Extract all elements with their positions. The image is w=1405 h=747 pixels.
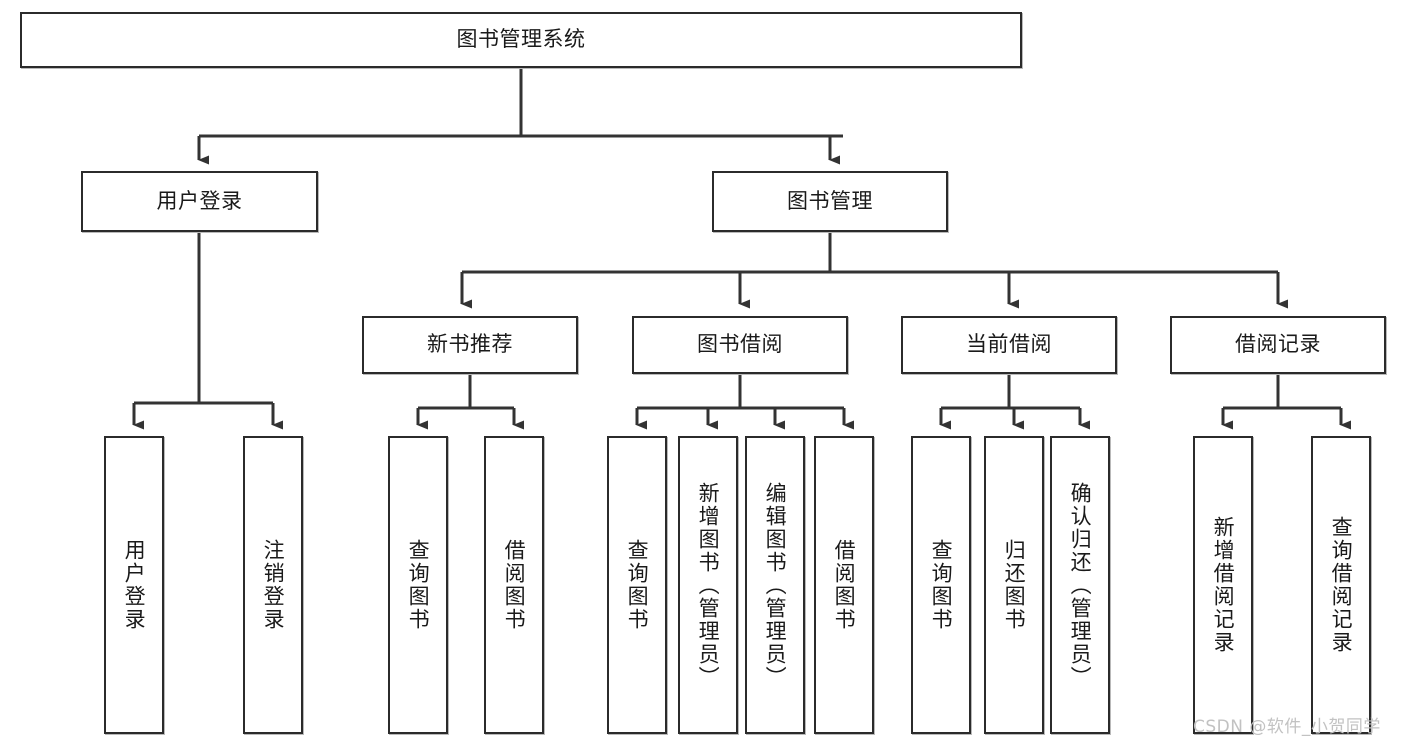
node-leaf-add-book[interactable]: 新增图书（管理员）: [678, 436, 738, 734]
node-new-book-recommend[interactable]: 新书推荐: [362, 316, 578, 374]
node-leaf-return-book-label: 归还图书: [1002, 539, 1027, 631]
node-leaf-user-login-label: 用户登录: [122, 539, 147, 631]
node-leaf-query-borrow-record[interactable]: 查询借阅记录: [1311, 436, 1371, 734]
node-leaf-query-borrow-record-label: 查询借阅记录: [1329, 516, 1354, 654]
node-leaf-user-login[interactable]: 用户登录: [104, 436, 164, 734]
node-current-borrow-label: 当前借阅: [966, 332, 1052, 357]
node-leaf-borrow-book-1-label: 借阅图书: [502, 539, 527, 631]
node-borrow-record-label: 借阅记录: [1235, 332, 1321, 357]
node-book-borrow[interactable]: 图书借阅: [632, 316, 848, 374]
node-book-manage[interactable]: 图书管理: [712, 171, 948, 232]
node-leaf-query-book-3-label: 查询图书: [929, 539, 954, 631]
node-leaf-query-book-1-label: 查询图书: [406, 539, 431, 631]
node-user-login-label: 用户登录: [156, 188, 243, 213]
node-leaf-confirm-return-label: 确认归还（管理员）: [1068, 481, 1093, 689]
node-leaf-borrow-book-2[interactable]: 借阅图书: [814, 436, 874, 734]
node-root-label: 图书管理系统: [456, 27, 586, 52]
csdn-watermark: CSDN @软件_小贺同学: [1193, 717, 1381, 737]
node-leaf-edit-book[interactable]: 编辑图书（管理员）: [745, 436, 805, 734]
node-root[interactable]: 图书管理系统: [20, 12, 1022, 68]
node-leaf-add-borrow-record-label: 新增借阅记录: [1211, 516, 1236, 654]
node-leaf-borrow-book-2-label: 借阅图书: [832, 539, 857, 631]
node-user-login[interactable]: 用户登录: [81, 171, 318, 232]
node-leaf-query-book-1[interactable]: 查询图书: [388, 436, 448, 734]
node-leaf-add-book-label: 新增图书（管理员）: [696, 481, 721, 689]
node-leaf-logout-login[interactable]: 注销登录: [243, 436, 303, 734]
node-leaf-logout-login-label: 注销登录: [261, 539, 286, 631]
node-new-book-recommend-label: 新书推荐: [427, 332, 513, 357]
node-leaf-query-book-3[interactable]: 查询图书: [911, 436, 971, 734]
node-leaf-query-book-2[interactable]: 查询图书: [607, 436, 667, 734]
node-leaf-query-book-2-label: 查询图书: [625, 539, 650, 631]
node-current-borrow[interactable]: 当前借阅: [901, 316, 1117, 374]
node-leaf-return-book[interactable]: 归还图书: [984, 436, 1044, 734]
node-book-manage-label: 图书管理: [787, 188, 873, 213]
node-leaf-borrow-book-1[interactable]: 借阅图书: [484, 436, 544, 734]
node-leaf-confirm-return[interactable]: 确认归还（管理员）: [1050, 436, 1110, 734]
node-book-borrow-label: 图书借阅: [697, 332, 783, 357]
node-leaf-add-borrow-record[interactable]: 新增借阅记录: [1193, 436, 1253, 734]
node-leaf-edit-book-label: 编辑图书（管理员）: [763, 481, 788, 689]
node-borrow-record[interactable]: 借阅记录: [1170, 316, 1386, 374]
